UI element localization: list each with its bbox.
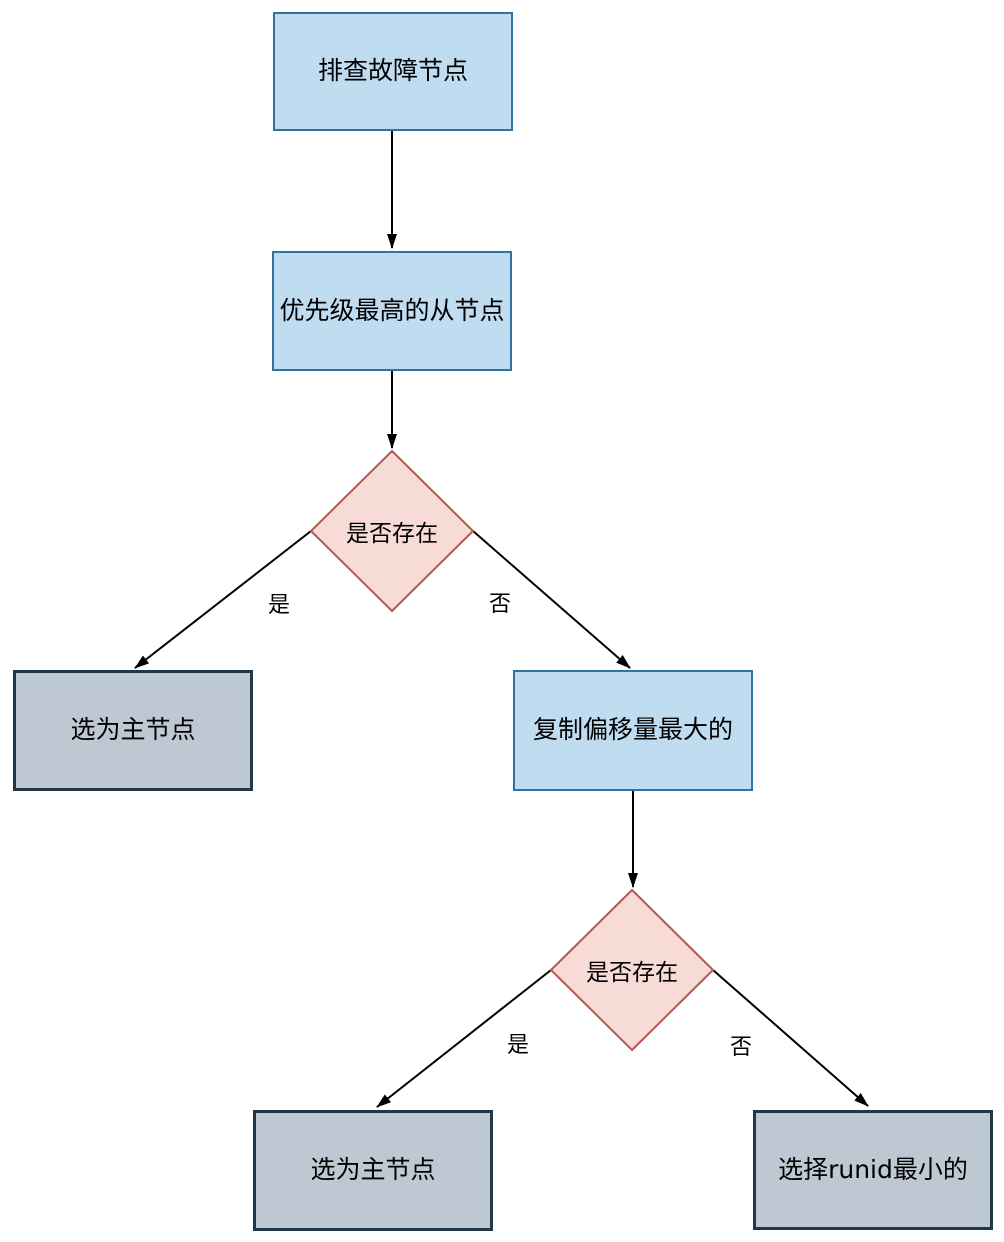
decision-label-exists2: 是否存在 [586, 960, 678, 986]
edge-exists2-yes-to-master2 [376, 969, 552, 1108]
edge-label-no-1: 否 [486, 586, 514, 618]
node-label: 排查故障节点 [317, 56, 468, 86]
decision-label-exists1: 是否存在 [346, 521, 438, 547]
edge-exists1-no-to-offset [472, 530, 631, 669]
decision-diamond-exists2 [549, 888, 715, 1052]
node-select-master-1: 选为主节点 [13, 670, 253, 791]
edge-label-yes-2: 是 [504, 1027, 532, 1059]
edge-label-no-2: 否 [727, 1029, 755, 1061]
decision-diamond-exists1 [309, 449, 475, 613]
edge-label-yes-1: 是 [265, 587, 293, 619]
node-investigate-faulty: 排查故障节点 [273, 12, 513, 131]
edge-exists2-no-to-runid [712, 969, 869, 1107]
node-label: 复制偏移量最大的 [532, 715, 733, 745]
node-label: 选为主节点 [70, 715, 196, 745]
node-highest-priority-slave: 优先级最高的从节点 [272, 251, 512, 371]
node-label: 选择runid最小的 [778, 1154, 968, 1184]
node-select-master-2: 选为主节点 [253, 1110, 493, 1231]
node-label: 选为主节点 [310, 1155, 436, 1185]
node-label: 优先级最高的从节点 [279, 295, 505, 325]
node-smallest-runid: 选择runid最小的 [753, 1110, 993, 1230]
node-largest-replication-offset: 复制偏移量最大的 [513, 670, 753, 791]
edge-exists1-yes-to-master1 [134, 530, 312, 669]
